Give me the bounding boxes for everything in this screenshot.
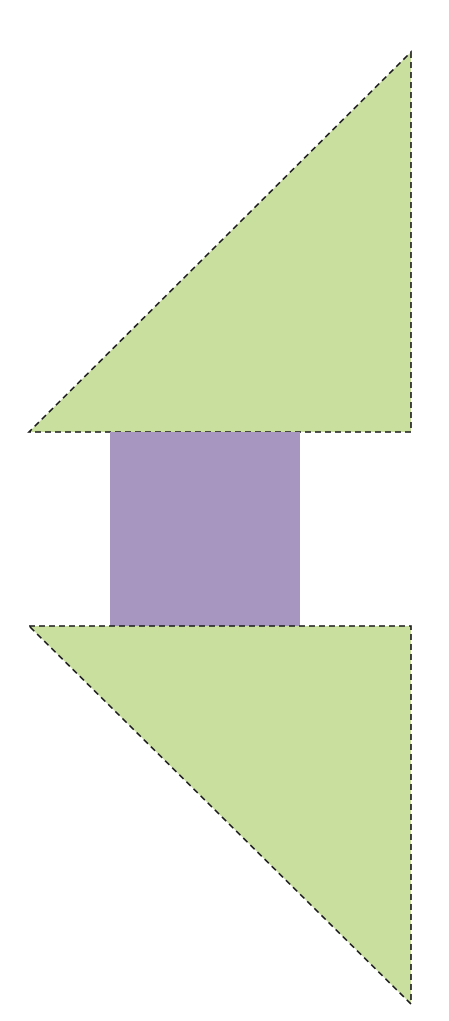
middle-square <box>110 432 300 626</box>
bottom-triangle <box>27 625 412 1006</box>
